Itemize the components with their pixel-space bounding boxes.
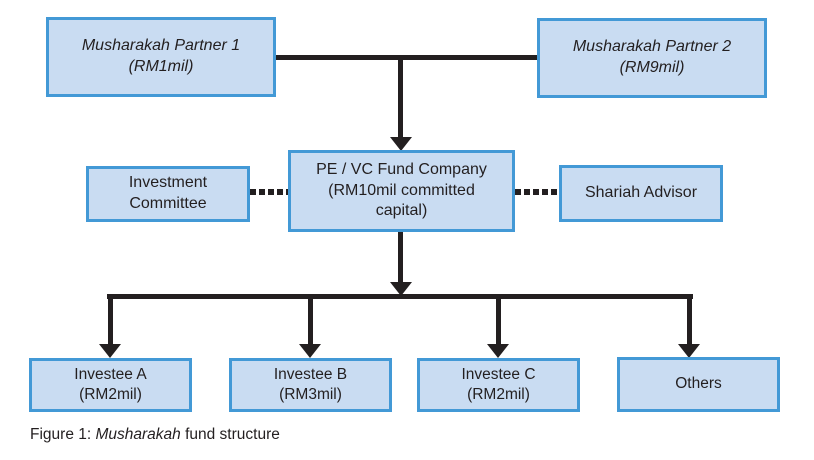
investee-b-name: Investee B [273, 365, 348, 383]
connector-fund-to-distribution-line [398, 230, 403, 282]
investment-committee-box: Investment Committee [86, 166, 250, 222]
figure-caption: Figure 1: Musharakah fund structure [30, 426, 280, 444]
connector-drop-others [687, 296, 692, 344]
arrow-down-icon [487, 344, 509, 358]
partner1-box: Musharakah Partner 1 (RM1mil) [46, 17, 276, 97]
partner2-box: Musharakah Partner 2 (RM9mil) [537, 18, 767, 98]
partner2-name: Musharakah Partner 2 [572, 38, 732, 56]
connector-partners-to-fund-line [398, 57, 403, 137]
investee-a-amount: (RM2mil) [79, 386, 142, 403]
fund-company-capital-line1: (RM10mil committed [328, 181, 475, 199]
investee-c-name: Investee C [461, 365, 536, 383]
investment-committee-label-line1: Investment [128, 174, 208, 192]
investment-committee-label-line2: Committee [129, 195, 207, 212]
arrow-down-icon [99, 344, 121, 358]
others-label: Others [675, 375, 722, 393]
connector-distribution-horizontal-line [107, 294, 693, 299]
partner1-amount: (RM1mil) [128, 58, 194, 75]
investee-c-amount: (RM2mil) [467, 386, 530, 403]
fund-company-name: PE / VC Fund Company [316, 160, 487, 178]
fund-company-box: PE / VC Fund Company (RM10mil committed … [288, 150, 515, 232]
fund-company-capital-line2: capital) [375, 202, 428, 220]
investee-b-box: Investee B (RM3mil) [229, 358, 392, 412]
others-box: Others [617, 357, 780, 412]
arrow-down-icon [390, 137, 412, 151]
investee-b-amount: (RM3mil) [279, 386, 342, 403]
shariah-advisor-label: Shariah Advisor [584, 184, 698, 202]
partner1-name: Musharakah Partner 1 [81, 37, 241, 55]
investee-c-box: Investee C (RM2mil) [417, 358, 580, 412]
connector-drop-investee-a [108, 296, 113, 344]
connector-committee-dashed-line [250, 189, 288, 195]
shariah-advisor-box: Shariah Advisor [559, 165, 723, 222]
investee-a-name: Investee A [74, 365, 147, 383]
partner2-amount: (RM9mil) [619, 59, 685, 76]
arrow-down-icon [678, 344, 700, 358]
connector-drop-investee-c [496, 296, 501, 344]
investee-a-box: Investee A (RM2mil) [29, 358, 192, 412]
arrow-down-icon [390, 282, 412, 296]
figure-caption-prefix: Figure 1: [30, 426, 96, 443]
connector-shariah-dashed-line [515, 189, 559, 195]
connector-partners-horizontal-line [274, 55, 539, 60]
figure-caption-suffix: fund structure [180, 426, 280, 443]
connector-drop-investee-b [308, 296, 313, 344]
figure-caption-italic-term: Musharakah [95, 426, 181, 443]
arrow-down-icon [299, 344, 321, 358]
